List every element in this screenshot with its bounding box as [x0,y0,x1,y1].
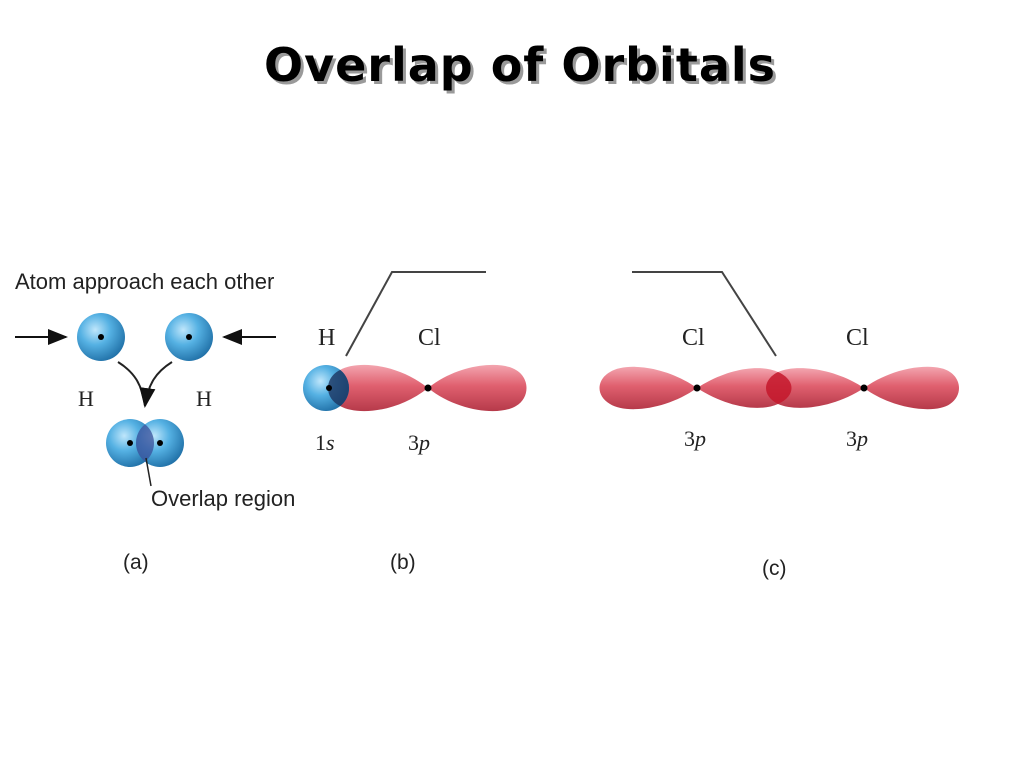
panel-a: Atom approach each other H H Overlap reg… [15,269,295,574]
p-orbital-lobe [766,368,864,408]
orbital-label-3p-left: 3p [684,426,706,451]
overlap-region-label: Overlap region [151,486,295,511]
h-label-right: H [196,386,212,411]
panel-b: H Cl 1s 3p (b) [303,271,527,574]
nucleus-dot [186,334,192,340]
approach-caption: Atom approach each other [15,269,274,294]
overlap-region-shading [136,419,154,467]
nucleus-dot [98,334,104,340]
cl-atom-label-right: Cl [846,325,869,351]
orbital-label-1s: 1s [315,430,335,455]
nucleus-dot [157,440,163,446]
panel-c: Cl Cl 3p 3p (c) [599,271,959,580]
panel-b-label: (b) [390,551,416,574]
merge-curve-left [117,361,146,407]
nucleus-dot [693,384,701,392]
p-orbital-lobe [864,366,959,410]
panel-c-label: (c) [762,557,787,580]
orbital-label-3p-right: 3p [846,426,868,451]
cl-atom-label-left: Cl [682,325,705,351]
nucleus-dot [127,440,133,446]
merge-arrow [139,361,173,408]
orbital-label-3p: 3p [408,430,430,455]
h-atom-label: H [318,325,335,351]
panel-a-label: (a) [123,551,149,574]
p-orbital-lobe-left [328,364,428,412]
p-orbital-lobe-right [428,364,527,412]
bracket-line [345,271,486,357]
p-orbital-lobe [599,366,697,410]
p-orbital-lobe [697,368,792,408]
overlap-pointer-line [145,457,152,487]
bracket-line [632,271,777,357]
h-label-left: H [78,386,94,411]
nucleus-dot [860,384,868,392]
nucleus-dot [326,385,332,391]
cl-atom-label: Cl [418,325,441,351]
page-title: Overlap of Orbitals [263,38,777,92]
nucleus-dot [424,384,432,392]
